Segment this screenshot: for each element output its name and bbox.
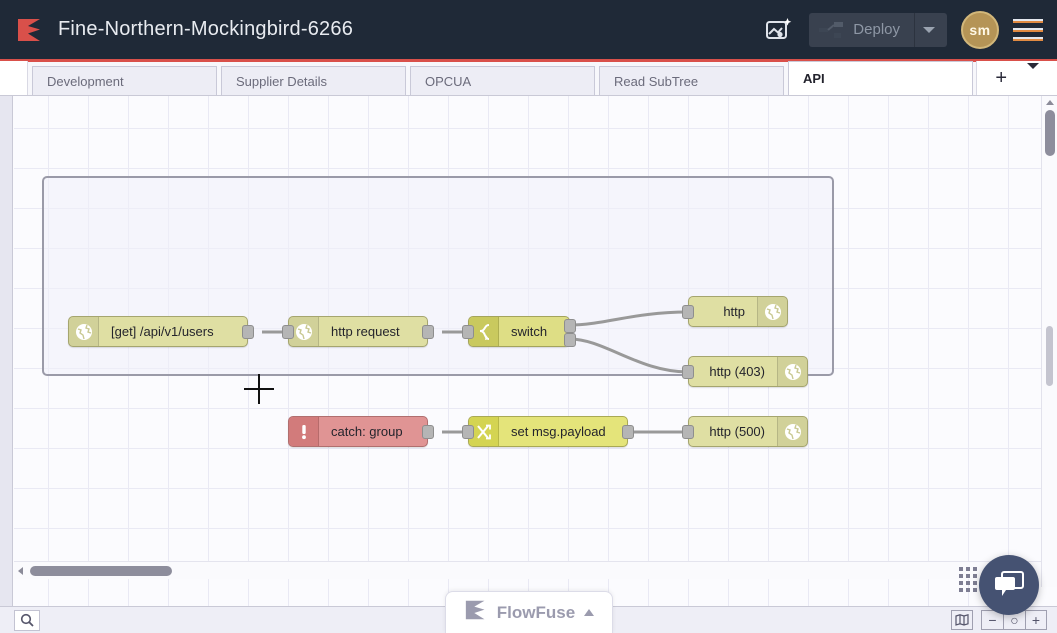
node-catch[interactable]: catch: group	[288, 416, 434, 447]
tab-label: Development	[47, 73, 124, 89]
node-input-port[interactable]	[682, 305, 694, 319]
search-icon[interactable]	[14, 609, 40, 631]
hamburger-menu-icon[interactable]	[1013, 15, 1043, 45]
flowfuse-label: FlowFuse	[496, 602, 576, 622]
globe-icon	[757, 297, 787, 326]
node-label: set msg.payload	[511, 424, 606, 439]
node-http-in[interactable]: [get] /api/v1/users	[68, 316, 254, 347]
flow-canvas[interactable]: [get] /api/v1/users http request	[14, 96, 1043, 606]
brand: Fine-Northern-Mockingbird-6266	[0, 17, 353, 43]
deploy-icon	[819, 21, 845, 39]
node-http-request[interactable]: http request	[282, 316, 434, 347]
chevron-up-icon[interactable]	[584, 609, 595, 616]
tab-supplier-details[interactable]: Supplier Details	[221, 66, 406, 95]
node-output-port[interactable]	[242, 325, 254, 339]
vertical-scroll-thumb[interactable]	[1045, 110, 1055, 156]
horizontal-scrollbar[interactable]	[14, 561, 1043, 579]
zoom-in-button[interactable]: +	[1025, 610, 1047, 630]
flow-tab-bar: Development Supplier Details OPCUA Read …	[0, 61, 1057, 96]
node-label: switch	[511, 324, 548, 339]
node-output-port-0[interactable]	[564, 319, 576, 333]
node-input-port[interactable]	[462, 425, 474, 439]
node-http-response-500[interactable]: http (500)	[682, 416, 808, 447]
node-input-port[interactable]	[682, 365, 694, 379]
menu-line	[1013, 18, 1043, 23]
node-http-response-200[interactable]: http	[682, 296, 788, 327]
tab-api[interactable]: API	[788, 61, 973, 95]
menu-line	[1013, 27, 1043, 32]
deploy-dropdown-button[interactable]	[915, 26, 943, 33]
chat-bubble-icon[interactable]	[979, 555, 1039, 615]
node-label: http	[723, 304, 745, 319]
chevron-down-icon	[923, 26, 935, 33]
flowfuse-logo-icon	[16, 17, 44, 43]
scroll-left-arrow-icon[interactable]	[18, 567, 23, 575]
deploy-label: Deploy	[853, 21, 900, 38]
vertical-scroll-thumb-secondary[interactable]	[1046, 326, 1053, 386]
flowfuse-badge[interactable]: FlowFuse	[445, 591, 613, 633]
menu-line	[1013, 36, 1043, 41]
workspace: [get] /api/v1/users http request	[0, 96, 1057, 606]
tab-label: Read SubTree	[614, 73, 699, 89]
node-output-port[interactable]	[422, 325, 434, 339]
status-bar-actions: − ○ +	[951, 610, 1057, 630]
change-icon	[469, 417, 499, 446]
vertical-scrollbar[interactable]	[1041, 96, 1057, 587]
avatar[interactable]: sm	[961, 10, 999, 49]
tab-bar-spacer	[0, 61, 28, 95]
node-input-port[interactable]	[682, 425, 694, 439]
globe-icon	[289, 317, 319, 346]
globe-icon	[777, 357, 807, 386]
page-title: Fine-Northern-Mockingbird-6266	[58, 18, 354, 40]
node-input-port[interactable]	[282, 325, 294, 339]
add-flow-button[interactable]: +	[995, 67, 1007, 89]
exclamation-icon	[289, 417, 319, 446]
navigator-map-icon[interactable]	[951, 610, 973, 630]
deploy-button[interactable]: Deploy	[809, 12, 947, 47]
palette-collapsed-strip[interactable]	[0, 96, 13, 606]
node-label: [get] /api/v1/users	[111, 324, 214, 339]
tab-label: OPCUA	[425, 73, 472, 89]
deploy-divider	[914, 12, 915, 47]
horizontal-scroll-thumb[interactable]	[30, 566, 172, 576]
tab-read-subtree[interactable]: Read SubTree	[599, 66, 784, 95]
node-input-port[interactable]	[462, 325, 474, 339]
node-label: http (500)	[709, 424, 765, 439]
tab-opcua[interactable]: OPCUA	[410, 66, 595, 95]
node-output-port[interactable]	[622, 425, 634, 439]
node-output-port-1[interactable]	[564, 333, 576, 347]
branch-icon	[469, 317, 499, 346]
tab-bar-actions: +	[976, 61, 1057, 95]
flowfuse-logo-icon	[464, 599, 488, 626]
node-label: catch: group	[331, 424, 403, 439]
drag-handle-icon[interactable]	[959, 567, 977, 603]
tab-development[interactable]: Development	[32, 66, 217, 95]
globe-icon	[777, 417, 807, 446]
node-label: http (403)	[709, 364, 765, 379]
ai-assist-icon[interactable]	[761, 13, 795, 47]
zoom-out-button[interactable]: −	[981, 610, 1003, 630]
node-output-port[interactable]	[422, 425, 434, 439]
node-http-response-403[interactable]: http (403)	[682, 356, 808, 387]
chevron-down-icon	[1027, 63, 1039, 86]
scroll-up-arrow-icon[interactable]	[1046, 100, 1054, 105]
node-switch[interactable]: switch	[462, 316, 576, 347]
node-change[interactable]: set msg.payload	[462, 416, 634, 447]
tab-list-menu-button[interactable]	[1019, 63, 1047, 87]
node-label: http request	[331, 324, 400, 339]
tab-label: API	[803, 71, 825, 86]
header-actions: Deploy sm	[761, 10, 1057, 49]
zoom-controls: − ○ +	[981, 610, 1047, 630]
app-header: Fine-Northern-Mockingbird-6266	[0, 0, 1057, 62]
tab-label: Supplier Details	[236, 73, 328, 89]
globe-icon	[69, 317, 99, 346]
